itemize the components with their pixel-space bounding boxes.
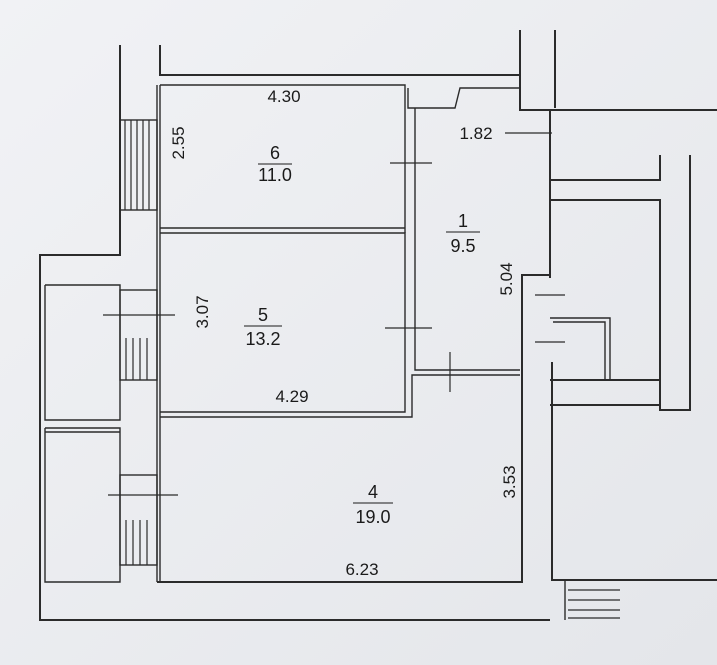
room4-length-dimension: 3.53 xyxy=(500,465,519,498)
room-1-label: 1 9.5 xyxy=(446,211,480,256)
room-5-label: 5 13.2 xyxy=(244,305,282,349)
room5-width-dimension: 4.29 xyxy=(275,387,308,406)
room-4-number: 4 xyxy=(368,482,378,502)
room4-width-dimension: 6.23 xyxy=(345,560,378,579)
room5-length-dimension: 3.07 xyxy=(193,295,212,328)
room-4-area: 19.0 xyxy=(355,507,390,527)
left-stair-structure xyxy=(44,119,158,583)
room-5-area: 13.2 xyxy=(245,329,280,349)
room-6-number: 6 xyxy=(270,143,280,163)
room6-length-dimension: 2.55 xyxy=(169,126,188,159)
interior-walls xyxy=(160,84,521,418)
room-6-label: 6 11.0 xyxy=(258,143,292,185)
room-1-area: 9.5 xyxy=(450,236,475,256)
room6-width-dimension: 4.30 xyxy=(267,87,300,106)
room-5-number: 5 xyxy=(258,305,268,325)
dimension-labels: 4.30 2.55 3.07 4.29 1.82 5.04 3.53 6.23 xyxy=(169,87,519,579)
room-1-number: 1 xyxy=(458,211,468,231)
exit-stairs xyxy=(564,580,620,620)
room-6-area: 11.0 xyxy=(258,165,292,185)
door-markers xyxy=(103,132,565,496)
hall-width-dimension: 1.82 xyxy=(459,124,492,143)
hall-length-dimension: 5.04 xyxy=(497,262,516,295)
room-4-label: 4 19.0 xyxy=(353,482,393,527)
